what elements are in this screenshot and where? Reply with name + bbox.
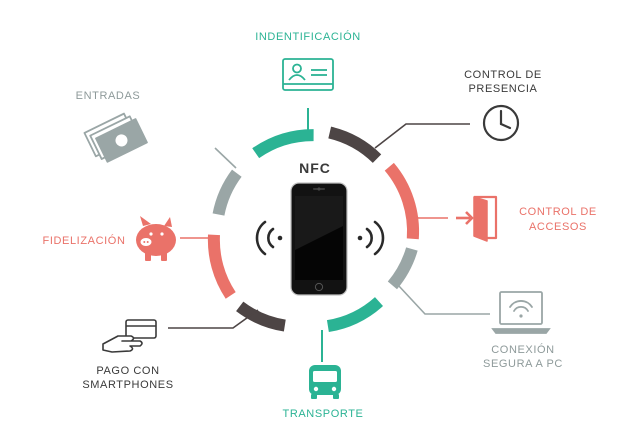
ring-segment-teal-bottom xyxy=(326,297,384,333)
bus-icon xyxy=(309,365,341,399)
label-control-presencia-line1: CONTROL DE xyxy=(464,69,542,81)
label-identificacion: INDENTIFICACIÓN xyxy=(255,30,361,43)
ring-segment-gray-right xyxy=(387,247,418,290)
id-card-icon xyxy=(282,58,334,91)
label-entradas: ENTRADAS xyxy=(76,90,141,102)
label-conexion-segura-line1: CONEXIÓN xyxy=(491,343,554,356)
ring-segment-dark-top-right xyxy=(328,126,382,163)
ring-segment-teal-top xyxy=(252,129,314,159)
nfc-signal-left-icon xyxy=(255,220,283,256)
label-fidelizacion: FIDELIZACIÓN xyxy=(43,234,126,247)
ring-segment-coral-right xyxy=(384,162,420,240)
clock-icon xyxy=(482,104,520,142)
label-conexion-segura-line2: SEGURA A PC xyxy=(483,358,563,370)
nfc-signal-right-icon xyxy=(357,220,385,256)
label-pago-smartphones-line2: SMARTPHONES xyxy=(82,379,173,391)
tickets-icon xyxy=(83,112,148,163)
hand-card-icon xyxy=(102,319,157,353)
connector-pago-smartphones xyxy=(168,309,259,329)
label-transporte: TRANSPORTE xyxy=(283,408,364,420)
label-control-accesos-line1: CONTROL DE xyxy=(519,206,597,218)
piggy-bank-icon xyxy=(136,216,176,261)
label-control-presencia-line2: PRESENCIA xyxy=(469,83,538,95)
smartphone-icon xyxy=(290,182,348,296)
connector-control-presencia xyxy=(374,123,470,149)
label-control-accesos-line2: ACCESOS xyxy=(529,221,587,233)
label-pago-smartphones-line1: PAGO CON xyxy=(96,365,159,377)
ring-segment-coral-left xyxy=(207,234,236,299)
connector-conexion-segura xyxy=(397,284,490,315)
ring-segment-dark-bottom-left xyxy=(236,301,286,332)
laptop-wifi-icon xyxy=(491,291,551,334)
connector-control-accesos xyxy=(404,204,448,219)
connector-entradas xyxy=(214,147,237,169)
door-entry-icon xyxy=(456,195,498,242)
ring-segment-gray-left xyxy=(212,169,242,216)
center-title: NFC xyxy=(299,160,331,176)
